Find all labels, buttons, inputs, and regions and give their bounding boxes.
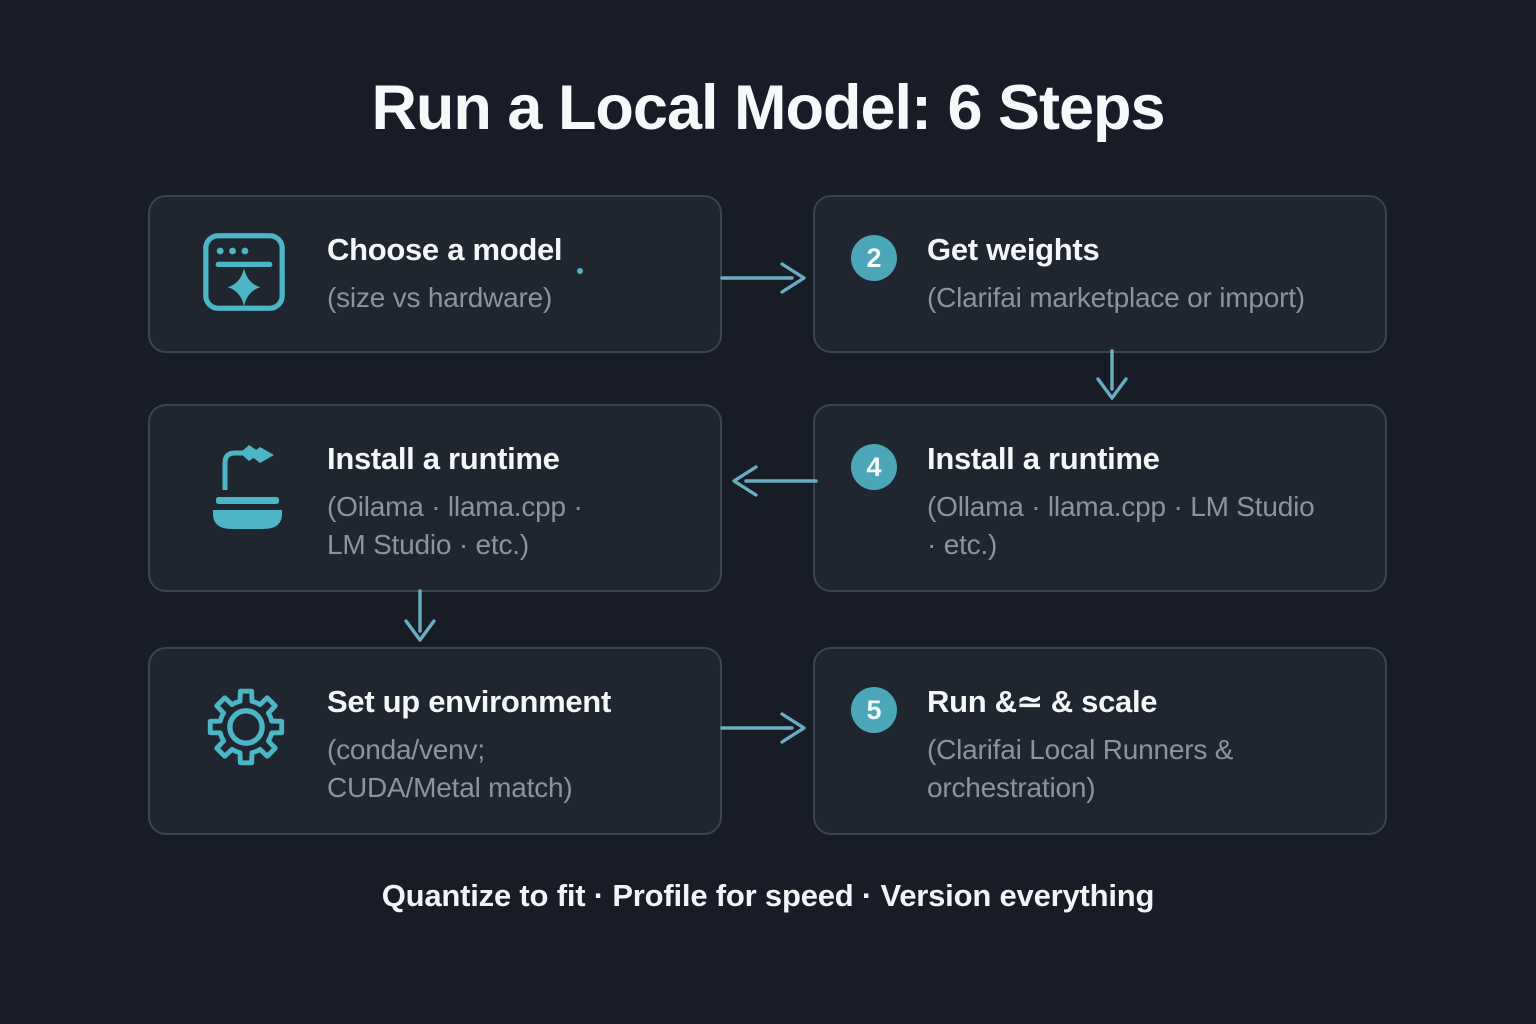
card-title: Choose a model xyxy=(327,232,563,267)
card-subtitle-line: (Clarifai Local Runners & xyxy=(927,734,1234,765)
card-subtitle-line: LM Studio · etc.) xyxy=(327,529,530,560)
card-subtitle-line: CUDA/Metal match) xyxy=(327,772,573,803)
card-subtitle-line: (size vs hardware) xyxy=(327,282,553,313)
step-badge: 2 xyxy=(851,235,897,281)
card-subtitle-line: orchestration) xyxy=(927,772,1096,803)
decorative-dot xyxy=(577,268,583,274)
step-badge: 5 xyxy=(851,687,897,733)
card-subtitle-line: (Oilama · llama.cpp · xyxy=(327,491,583,522)
card-subtitle-line: (Ollama · llama.cpp · LM Studio xyxy=(927,491,1315,522)
card-choose-model: Choose a model (size vs hardware) xyxy=(148,195,722,353)
card-title: Get weights xyxy=(927,232,1100,267)
arrow-left-icon xyxy=(730,461,820,501)
footer-note: Quantize to fit · Profile for speed · Ve… xyxy=(381,878,1155,913)
arrow-right-icon xyxy=(720,708,810,748)
arrow-right-icon xyxy=(720,258,810,298)
card-install-runtime-right: 4 Install a runtime (Ollama · llama.cpp … xyxy=(813,404,1387,592)
card-run-and-scale: 5 Run &≃ & scale (Clarifai Local Runners… xyxy=(813,647,1387,835)
page-title: Run a Local Model: 6 Steps xyxy=(371,73,1165,143)
card-subtitle-line: (conda/venv; xyxy=(327,734,485,765)
app-window-sparkle-icon xyxy=(202,231,327,313)
faucet-basin-icon xyxy=(202,440,327,532)
step-badge: 4 xyxy=(851,444,897,490)
card-install-runtime-left: Install a runtime (Oilama · llama.cpp · … xyxy=(148,404,722,592)
card-get-weights: 2 Get weights (Clarifai marketplace or i… xyxy=(813,195,1387,353)
card-setup-environment: Set up environment (conda/venv; CUDA/Met… xyxy=(148,647,722,835)
arrow-down-icon xyxy=(1092,349,1132,401)
card-title: Run &≃ & scale xyxy=(927,684,1158,719)
card-subtitle-line: (Clarifai marketplace or import) xyxy=(927,282,1305,313)
card-title: Install a runtime xyxy=(927,441,1160,476)
card-subtitle-line: · etc.) xyxy=(927,529,998,560)
card-title: Install a runtime xyxy=(327,441,560,476)
gear-icon xyxy=(202,683,327,771)
card-title: Set up environment xyxy=(327,684,611,719)
arrow-down-icon xyxy=(400,589,440,643)
